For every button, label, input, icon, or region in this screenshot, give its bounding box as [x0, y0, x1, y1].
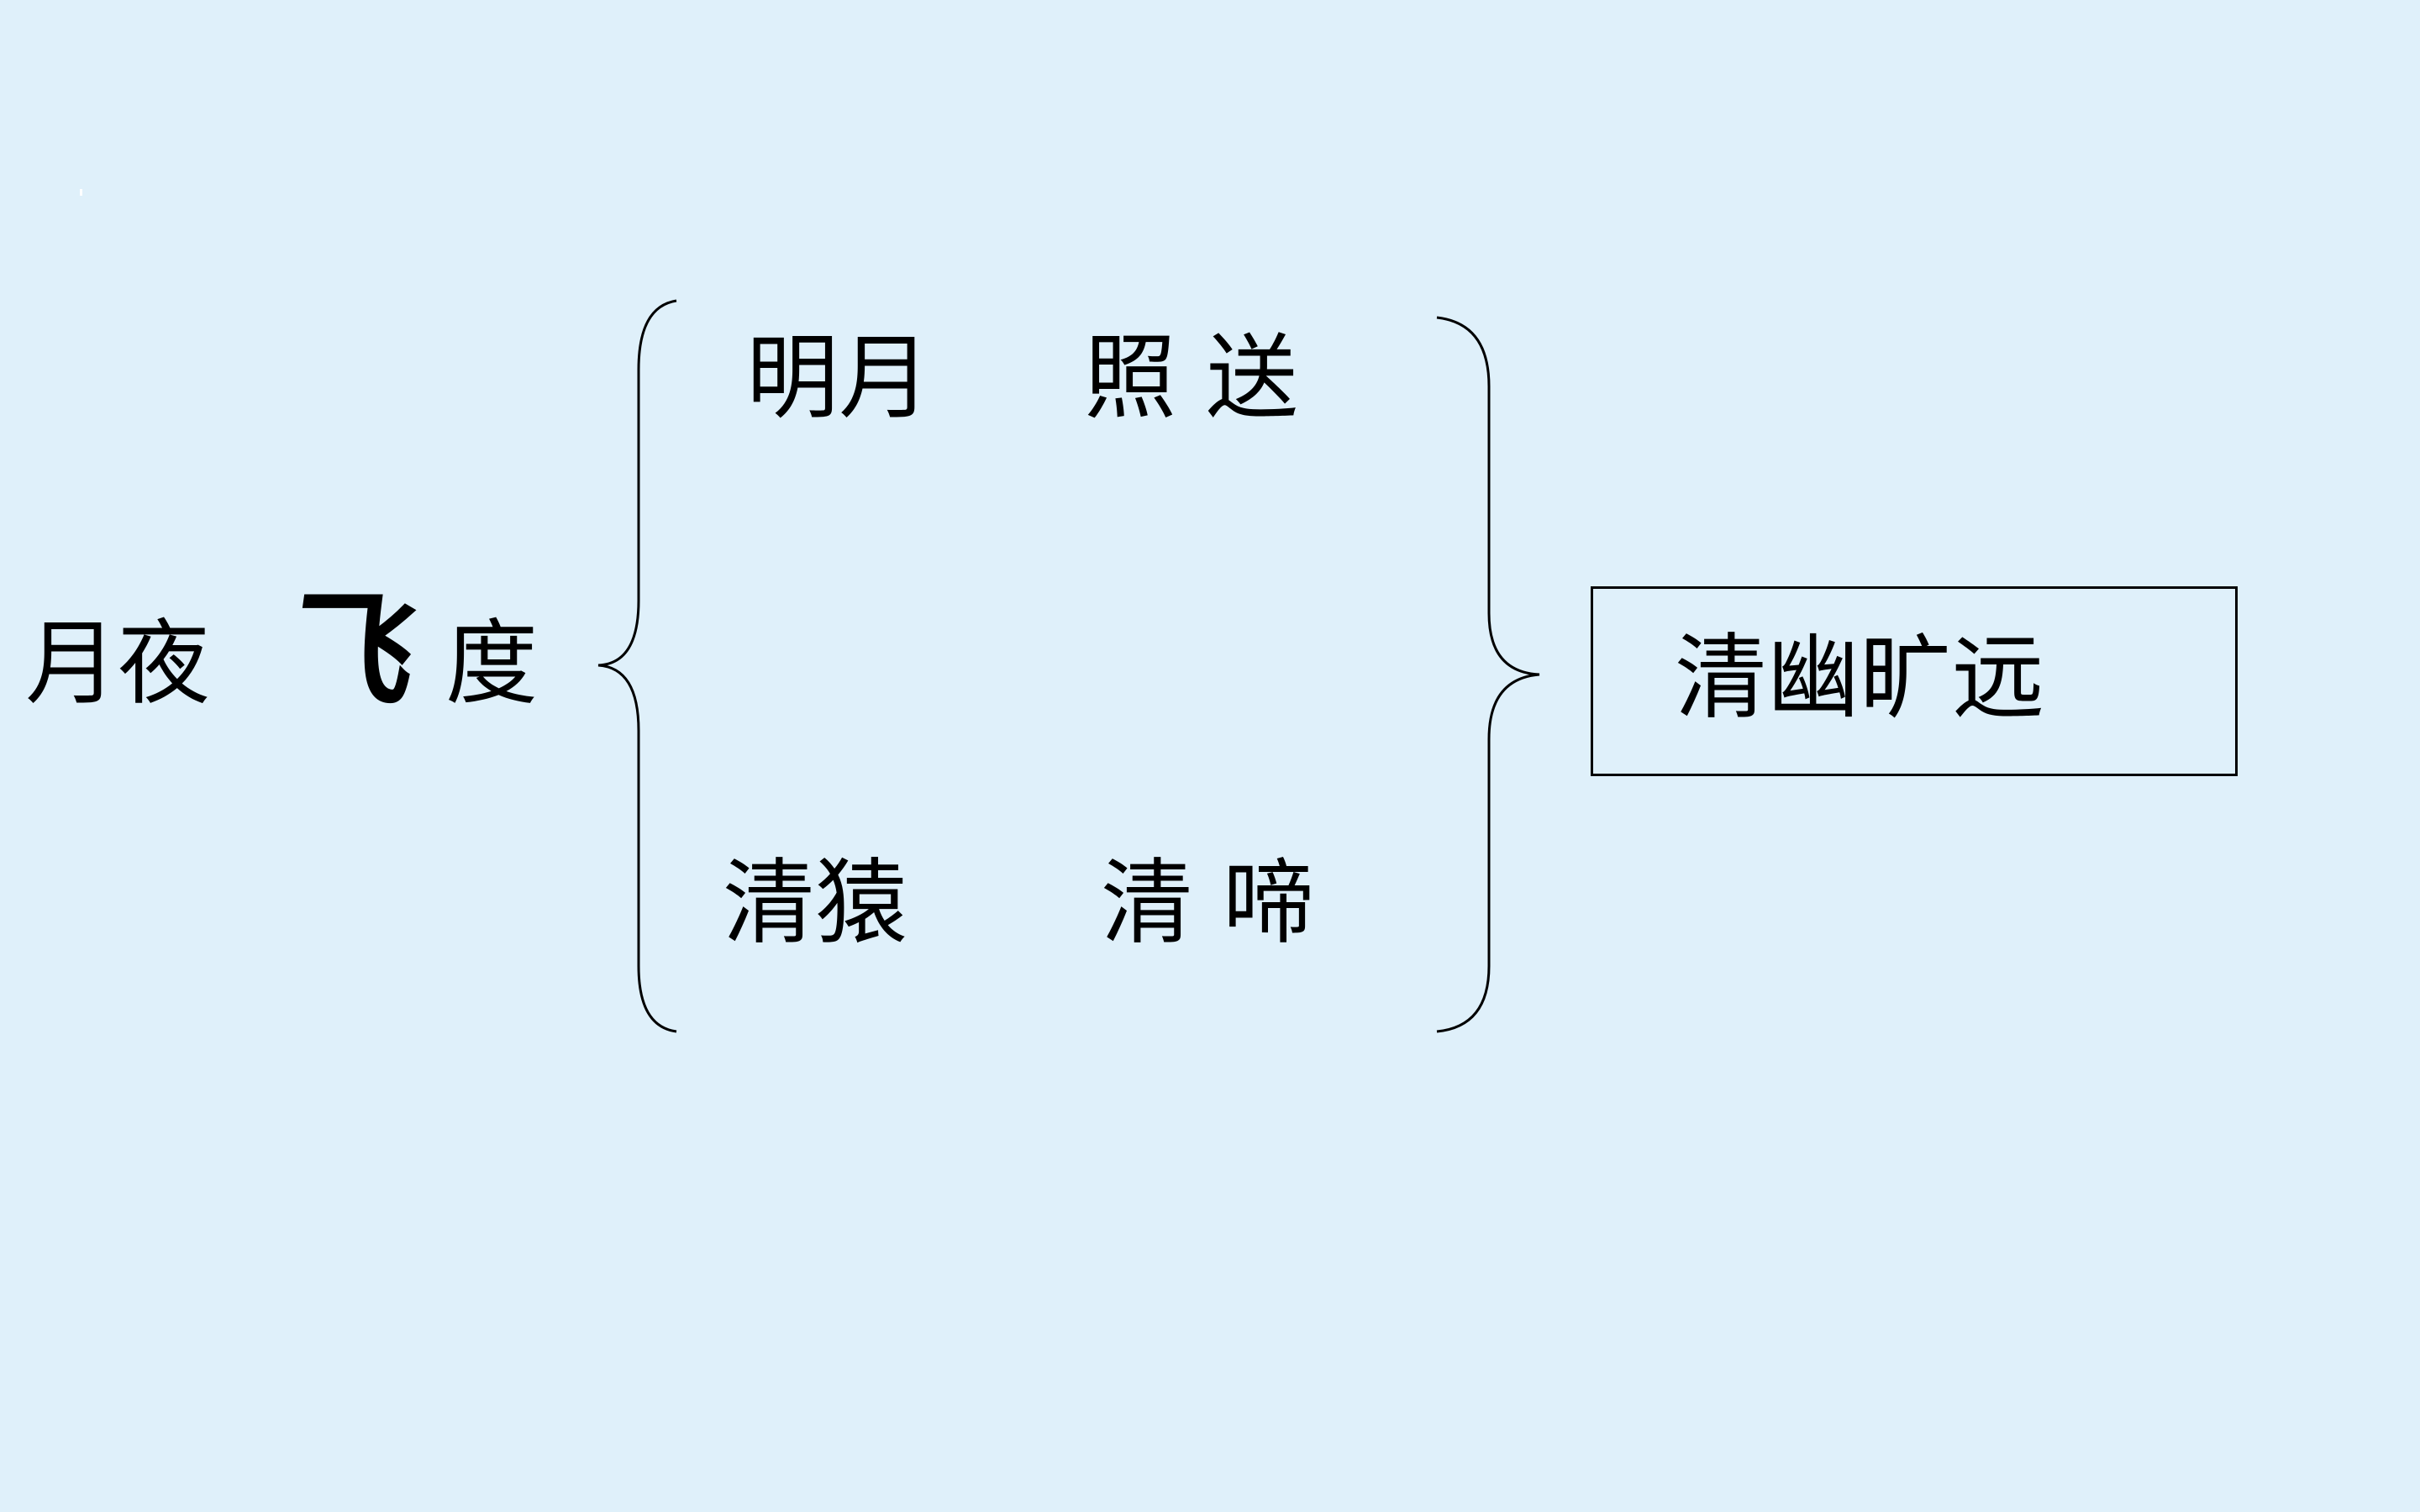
top-row-action: 照 送	[1084, 324, 1298, 432]
result-box	[1591, 586, 2238, 776]
left-phrase-moon-night: 月夜	[25, 610, 210, 717]
top-row-subject: 明月	[746, 324, 931, 432]
speck	[80, 189, 82, 196]
left-phrase-cross: 度	[445, 610, 538, 717]
bottom-row-action: 清 啼	[1101, 849, 1315, 957]
left-brace	[597, 299, 677, 1033]
right-brace	[1436, 316, 1540, 1033]
result-text: 清幽旷远	[1675, 624, 2044, 732]
bottom-row-subject: 清猿	[723, 849, 908, 957]
